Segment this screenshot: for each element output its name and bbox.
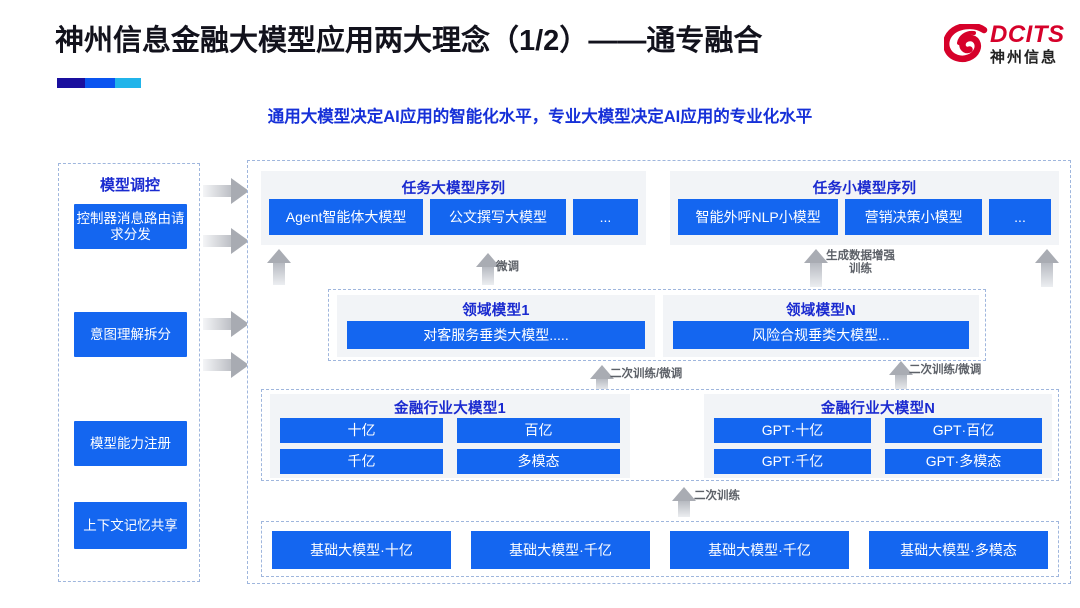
arrow-label-fine-tune: 微调 (496, 261, 519, 273)
sidebar-item-context-memory-sharing[interactable]: 上下文记忆共享 (74, 502, 187, 549)
flow-arrow-up-data-augment (804, 249, 828, 287)
base-item-qianyi-1[interactable]: 基础大模型·千亿 (471, 531, 650, 569)
model-architecture-diagram: 任务大模型序列 Agent智能体大模型 公文撰写大模型 ... 任务小模型序列 … (247, 160, 1071, 584)
task-small-model-sequence-title: 任务小模型序列 (812, 181, 917, 197)
accent-segment-3 (115, 78, 141, 88)
flow-arrow-right-3 (203, 311, 249, 337)
small-item-outbound-nlp-model[interactable]: 智能外呼NLP小模型 (678, 199, 839, 235)
arrow-label-data-augment: 生成数据增强 训练 (826, 250, 895, 276)
finance-model-band: 金融行业大模型1 十亿 百亿 千亿 多模态 金融行业大模型N GPT·十亿 GP… (261, 389, 1059, 481)
finance-1-item-baiyi[interactable]: 百亿 (457, 418, 620, 443)
sidebar-item-capability-registry[interactable]: 模型能力注册 (74, 421, 187, 466)
flow-arrow-right-4 (203, 352, 249, 378)
finance-model-n-title: 金融行业大模型N (820, 401, 936, 417)
finance-1-item-multimodal[interactable]: 多模态 (457, 449, 620, 474)
logo-cn-text: 神州信息 (990, 49, 1059, 66)
page-header: 神州信息金融大模型应用两大理念（1/2）——通专融合 DCITS 神州信息 通用… (0, 0, 1080, 127)
finance-model-n-items: GPT·十亿 GPT·百亿 GPT·千亿 GPT·多模态 (714, 418, 1042, 474)
flow-arrow-up-retrain-base (672, 487, 696, 517)
domain-model-1-title: 领域模型1 (462, 303, 530, 319)
base-item-multimodal[interactable]: 基础大模型·多模态 (869, 531, 1048, 569)
sidebar-model-control: 模型调控 控制器消息路由请求分发 意图理解拆分 模型能力注册 上下文记忆共享 (58, 163, 200, 582)
arrow-label-retrain-left: 二次训练/微调 (610, 368, 683, 380)
domain-model-n-title: 领域模型N (786, 303, 856, 319)
domain-model-1: 领域模型1 对客服务垂类大模型..... (337, 295, 655, 357)
domain-model-1-item[interactable]: 对客服务垂类大模型..... (347, 321, 645, 349)
logo-en-text: DCITS (990, 21, 1065, 48)
swirl-logo-icon (944, 24, 988, 63)
domain-model-n: 领域模型N 风险合规垂类大模型... (663, 295, 979, 357)
logo-wordmark: DCITS 神州信息 (990, 22, 1065, 67)
page-title: 神州信息金融大模型应用两大理念（1/2）——通专融合 (55, 25, 763, 57)
accent-segment-1 (57, 78, 85, 88)
finance-model-1-title: 金融行业大模型1 (394, 401, 506, 417)
flow-arrow-right-1 (203, 178, 249, 204)
base-item-shiyi[interactable]: 基础大模型·十亿 (272, 531, 451, 569)
domain-model-n-item[interactable]: 风险合规垂类大模型... (673, 321, 969, 349)
task-large-model-sequence: 任务大模型序列 Agent智能体大模型 公文撰写大模型 ... (261, 171, 646, 245)
finance-n-item-gpt-qianyi[interactable]: GPT·千亿 (714, 449, 871, 474)
sidebar-item-intent-understanding[interactable]: 意图理解拆分 (74, 312, 187, 357)
finance-model-n: 金融行业大模型N GPT·十亿 GPT·百亿 GPT·千亿 GPT·多模态 (704, 394, 1052, 478)
flow-arrow-right-2 (203, 228, 249, 254)
task-item-more[interactable]: ... (572, 199, 638, 235)
page-subtitle: 通用大模型决定AI应用的智能化水平，专业大模型决定AI应用的专业化水平 (267, 108, 813, 126)
flow-arrow-up-left-edge (267, 249, 291, 285)
arrow-label-retrain-base: 二次训练 (694, 490, 740, 502)
task-small-model-sequence: 任务小模型序列 智能外呼NLP小模型 营销决策小模型 ... (670, 171, 1059, 245)
task-item-agent-model[interactable]: Agent智能体大模型 (269, 199, 424, 235)
finance-model-1-items: 十亿 百亿 千亿 多模态 (280, 418, 620, 474)
task-large-model-items: Agent智能体大模型 公文撰写大模型 ... (269, 199, 638, 235)
sidebar-item-controller-routing[interactable]: 控制器消息路由请求分发 (74, 204, 187, 249)
base-model-band: 基础大模型·十亿 基础大模型·千亿 基础大模型·千亿 基础大模型·多模态 (261, 521, 1059, 577)
base-model-items: 基础大模型·十亿 基础大模型·千亿 基础大模型·千亿 基础大模型·多模态 (272, 531, 1048, 569)
finance-n-item-gpt-baiyi[interactable]: GPT·百亿 (885, 418, 1042, 443)
finance-n-item-gpt-multimodal[interactable]: GPT·多模态 (885, 449, 1042, 474)
sidebar-title: 模型调控 (99, 177, 160, 194)
flow-arrow-up-fine-tune (476, 253, 500, 285)
task-large-model-sequence-title: 任务大模型序列 (401, 181, 506, 197)
task-item-document-writing-model[interactable]: 公文撰写大模型 (430, 199, 566, 235)
task-small-model-items: 智能外呼NLP小模型 营销决策小模型 ... (678, 199, 1051, 235)
accent-bar (57, 78, 141, 88)
finance-model-1: 金融行业大模型1 十亿 百亿 千亿 多模态 (270, 394, 630, 478)
dcits-logo: DCITS 神州信息 (944, 20, 1066, 74)
base-item-qianyi-2[interactable]: 基础大模型·千亿 (670, 531, 849, 569)
domain-model-band: 领域模型1 对客服务垂类大模型..... 领域模型N 风险合规垂类大模型... (328, 289, 986, 361)
arrow-label-retrain-right: 二次训练/微调 (909, 364, 982, 376)
flow-arrow-up-retrain-left (590, 365, 614, 391)
small-item-marketing-decision-model[interactable]: 营销决策小模型 (845, 199, 983, 235)
flow-arrow-up-retrain-right (889, 361, 913, 391)
flow-arrow-up-right-edge (1035, 249, 1059, 287)
finance-1-item-qianyi[interactable]: 千亿 (280, 449, 443, 474)
accent-segment-2 (85, 78, 115, 88)
small-item-more[interactable]: ... (989, 199, 1051, 235)
finance-n-item-gpt-shiyi[interactable]: GPT·十亿 (714, 418, 871, 443)
finance-1-item-shiyi[interactable]: 十亿 (280, 418, 443, 443)
